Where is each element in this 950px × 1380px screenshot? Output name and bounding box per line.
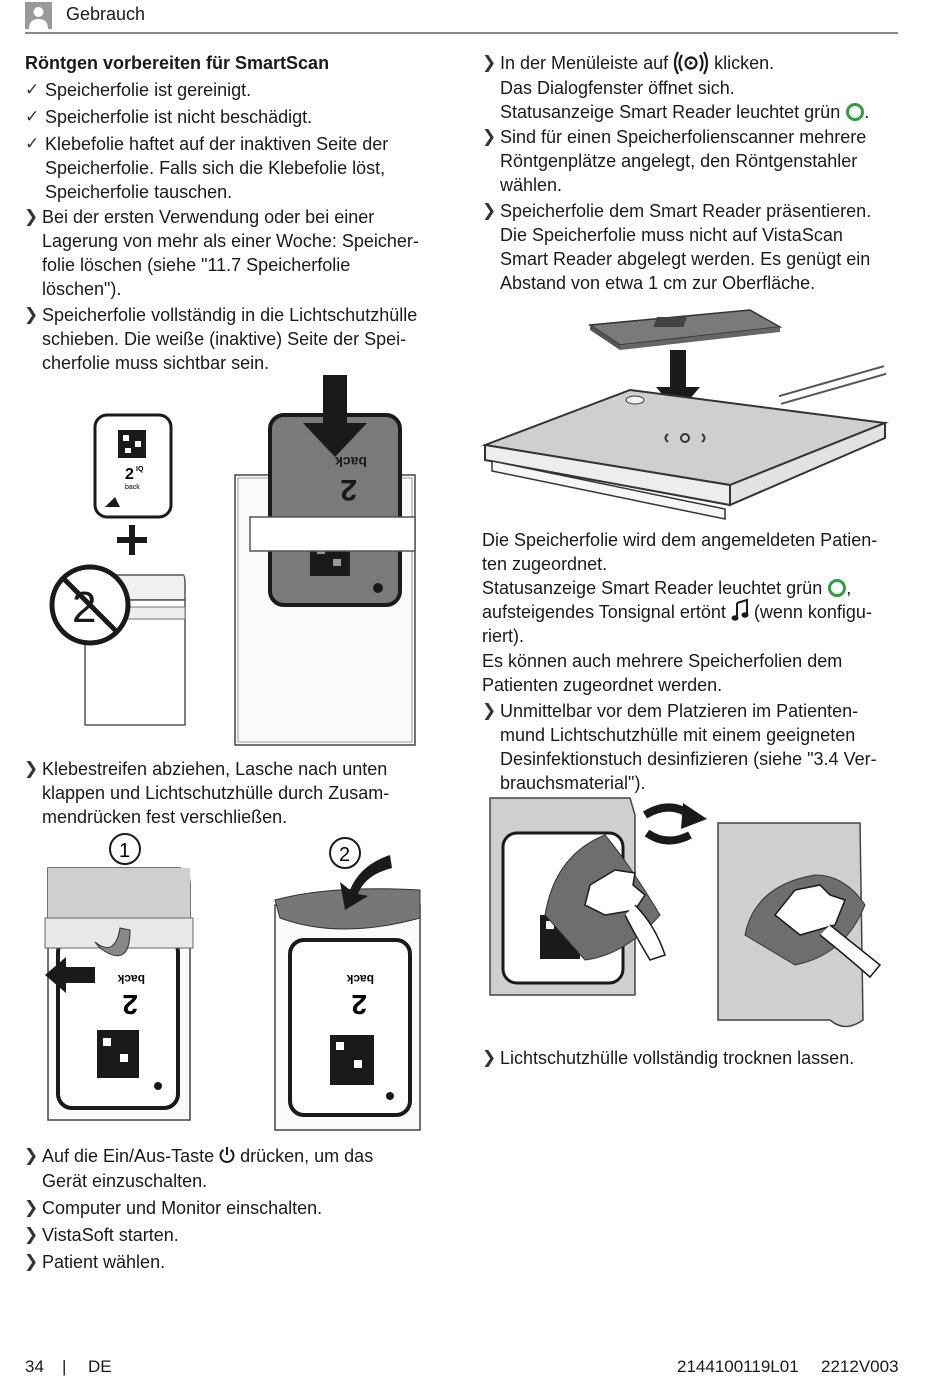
footer-doc-number: 2144100119L01: [677, 1357, 799, 1376]
body-text: Die Speicherfolie wird dem angemeldeten …: [482, 530, 878, 550]
footer-language: DE: [88, 1357, 112, 1376]
plate-back-label-s1: back: [117, 972, 145, 986]
body-text: ten zugeordnet.: [482, 554, 608, 574]
plate-size-label-s2: 2: [351, 989, 367, 1020]
body-text: Patienten zugeordnet werden.: [482, 675, 723, 695]
step-text: cherfolie muss sichtbar sein.: [42, 353, 270, 373]
step-text: wählen.: [500, 175, 563, 195]
music-note-icon: [731, 598, 749, 621]
step-text: folie löschen (siehe "11.7 Speicherfolie: [42, 255, 351, 275]
step-text: Klebestreifen abziehen, Lasche nach unte…: [42, 759, 388, 779]
step-text: Das Dialogfenster öffnet sich.: [500, 78, 735, 98]
step-text: Speicherfolie dem Smart Reader präsentie…: [500, 201, 872, 221]
check-mark: ✓: [25, 80, 40, 99]
check-item: Speicherfolie ist gereinigt.: [45, 80, 252, 100]
section-heading: Röntgen vorbereiten für SmartScan: [25, 53, 330, 73]
step-chevron-icon: ❯: [24, 207, 39, 226]
step-text: schieben. Die weiße (inaktive) Seite der…: [42, 329, 407, 349]
body-text: Es können auch mehrere Speicherfolien de…: [482, 651, 843, 671]
plate-size-label: 2: [125, 466, 134, 483]
step-chevron-icon: ❯: [24, 1146, 39, 1165]
step-text: In der Menüleiste auf klicken.: [500, 51, 775, 75]
close-sleeve-illustration: 1 2 2 back 2 back: [44, 833, 421, 1131]
step-text: klappen und Lichtschutzhülle durch Zusam…: [42, 783, 390, 803]
step-chevron-icon: ❯: [482, 127, 497, 146]
plate-back-label: back: [125, 484, 140, 491]
step-chevron-icon: ❯: [482, 701, 497, 720]
step-chevron-icon: ❯: [482, 1048, 497, 1067]
step-text: Gerät einzuschalten.: [42, 1171, 208, 1191]
svg-text:2: 2: [72, 583, 96, 632]
step-chevron-icon: ❯: [24, 305, 39, 324]
check-item: Speicherfolie ist nicht beschädigt.: [45, 107, 313, 127]
step-chevron-icon: ❯: [24, 1198, 39, 1217]
step-text: Statusanzeige Smart Reader leuchtet grün…: [500, 102, 870, 122]
body-text: aufsteigendes Tonsignal ertönt (wenn kon…: [482, 598, 872, 622]
plate-sleeve-illustration: 2 IQ back 2 2 back: [49, 375, 416, 746]
step-text: mund Lichtschutzhülle mit einem geeignet…: [500, 725, 856, 745]
header-rule: [25, 32, 898, 34]
check-mark: ✓: [25, 107, 40, 126]
step-chevron-icon: ❯: [482, 201, 497, 220]
step-text: Speicherfolie vollständig in die Lichtsc…: [42, 305, 418, 325]
plate-size-label-s1: 2: [122, 989, 138, 1020]
step-number-2: 2: [339, 844, 350, 866]
step-text: Abstand von etwa 1 cm zur Oberfläche.: [500, 273, 816, 293]
step-text: Patient wählen.: [42, 1252, 166, 1272]
check-item: Klebefolie haftet auf der inaktiven Seit…: [45, 134, 389, 154]
step-text: Lichtschutzhülle vollständig trocknen la…: [500, 1048, 855, 1068]
step-text: Die Speicherfolie muss nicht auf VistaSc…: [500, 225, 843, 245]
footer-version: 2212V003: [821, 1357, 899, 1376]
disinfect-illustration: back: [489, 797, 882, 1028]
power-icon: [219, 1147, 235, 1163]
step-text: Bei der ersten Verwendung oder bei einer: [42, 207, 375, 227]
check-mark: ✓: [25, 134, 40, 153]
plate-back-label-large: back: [335, 454, 367, 470]
step-text: Desinfektionstuch desinfizieren (siehe "…: [500, 749, 877, 769]
step-text: Auf die Ein/Aus-Taste drücken, um das: [42, 1146, 374, 1166]
step-text: Smart Reader abgelegt werden. Es genügt …: [500, 249, 871, 269]
step-text: brauchsmaterial").: [500, 773, 646, 793]
smartscan-icon: [674, 51, 709, 75]
plate-back-label-s2: back: [346, 972, 374, 986]
page-number: 34: [25, 1357, 44, 1376]
check-item: Speicherfolie tauschen.: [45, 182, 233, 202]
step-text: Lagerung von mehr als einer Woche: Speic…: [42, 231, 419, 251]
step-chevron-icon: ❯: [24, 1225, 39, 1244]
body-text: riert).: [482, 626, 524, 646]
user-icon: [25, 2, 52, 29]
body-text: Statusanzeige Smart Reader leuchtet grün…: [482, 578, 852, 598]
section-title: Gebrauch: [66, 4, 146, 24]
status-green-icon: [846, 103, 865, 121]
smart-reader-illustration: [481, 309, 889, 520]
status-green-icon: [828, 579, 847, 597]
plate-sup-label: IQ: [136, 466, 144, 473]
check-item: Speicherfolie. Falls sich die Klebefolie…: [45, 158, 386, 178]
step-text: mendrücken fest verschließen.: [42, 807, 288, 827]
step-text: löschen").: [42, 279, 122, 299]
step-number-1: 1: [119, 840, 130, 862]
step-text: Unmittelbar vor dem Platzieren im Patien…: [500, 701, 859, 721]
step-chevron-icon: ❯: [482, 53, 497, 72]
step-text: Sind für einen Speicherfolienscanner meh…: [500, 127, 867, 147]
step-text: Computer und Monitor einschalten.: [42, 1198, 323, 1218]
step-text: Röntgenplätze angelegt, den Röntgenstahl…: [500, 151, 858, 171]
plate-size-label-large: 2: [340, 473, 357, 506]
step-chevron-icon: ❯: [24, 759, 39, 778]
step-chevron-icon: ❯: [24, 1252, 39, 1271]
footer-separator: |: [62, 1357, 67, 1376]
step-text: VistaSoft starten.: [42, 1225, 179, 1245]
